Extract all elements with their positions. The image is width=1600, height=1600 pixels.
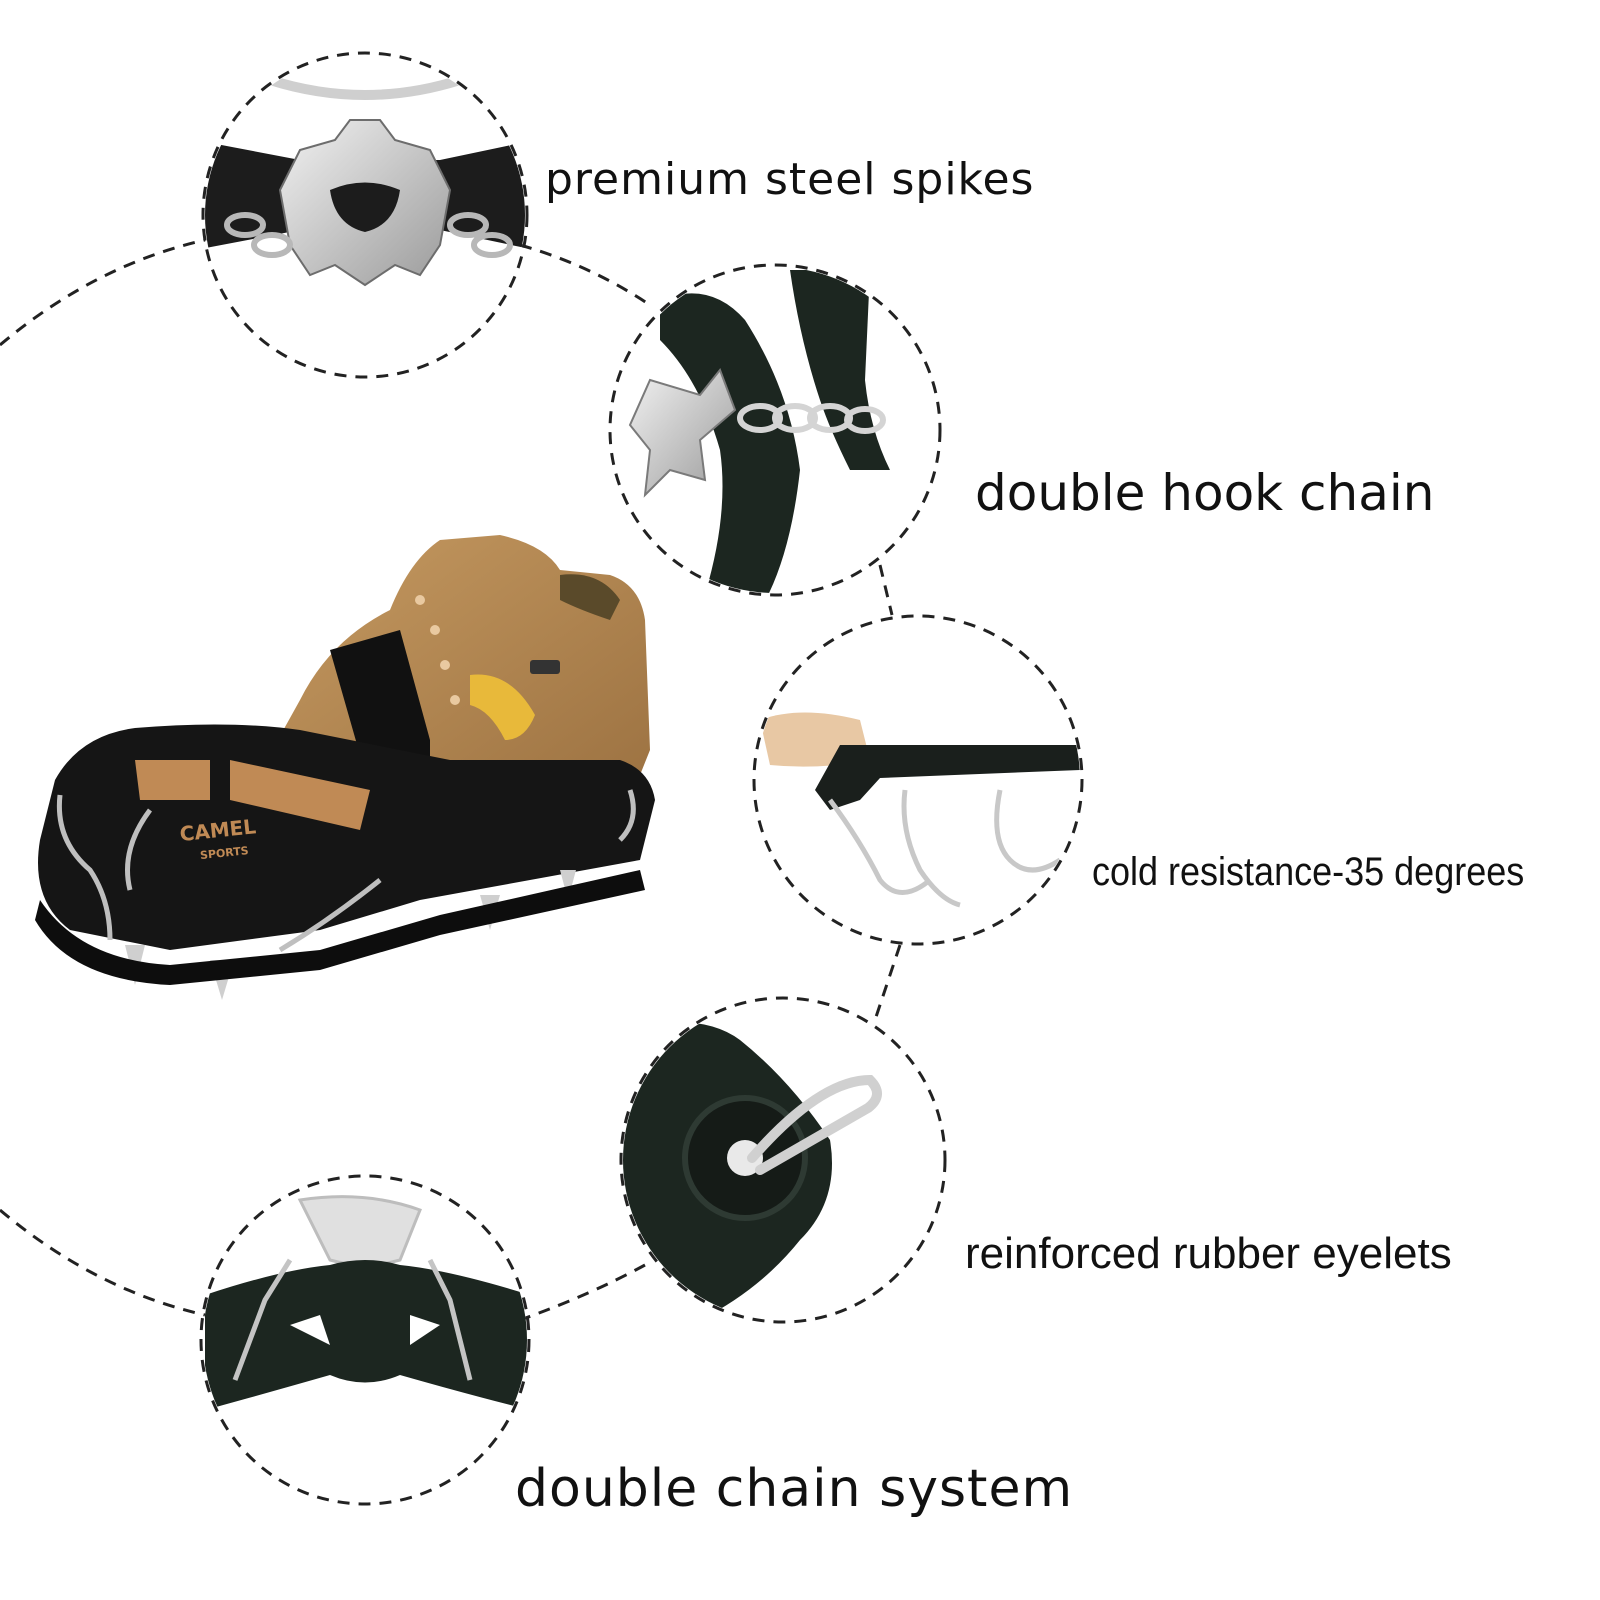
connector-lines bbox=[0, 238, 902, 1322]
label-double-chain-system: double chain system bbox=[515, 1459, 1074, 1519]
svg-text:SPORTS: SPORTS bbox=[199, 844, 249, 862]
cold-resistance-detail bbox=[756, 618, 1080, 942]
label-double-hook-chain: double hook chain bbox=[975, 464, 1435, 522]
double-chain-detail bbox=[203, 1178, 527, 1502]
steel-spikes-detail bbox=[205, 55, 525, 375]
detail-circle-outlines bbox=[199, 51, 1084, 1506]
label-cold-resistance: cold resistance-35 degrees bbox=[1092, 850, 1525, 894]
hook-chain-detail bbox=[612, 267, 938, 593]
rubber-eyelet-detail bbox=[623, 1000, 943, 1320]
label-reinforced-rubber-eyelets: reinforced rubber eyelets bbox=[965, 1229, 1452, 1278]
boot-with-crampon: CAMEL SPORTS bbox=[35, 535, 655, 1000]
label-premium-steel-spikes: premium steel spikes bbox=[545, 154, 1035, 205]
